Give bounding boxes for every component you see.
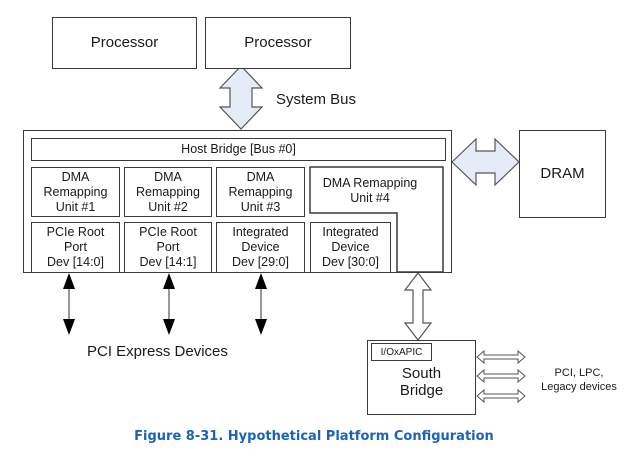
dma-line: DMA	[154, 169, 182, 184]
device-line: Integrated	[322, 225, 379, 239]
pcie-arrow-2	[163, 273, 175, 335]
dma-line: DMA	[246, 169, 275, 184]
dma-unit-2: DMA Remapping Unit #2	[124, 167, 212, 217]
ioxapic-label: I/OxAPIC	[380, 346, 423, 358]
dma-unit-4: DMA Remapping Unit #4	[310, 176, 430, 206]
device-line: Dev [30:0]	[322, 255, 379, 269]
dram-box: DRAM	[519, 130, 606, 218]
device-line: Dev [14:0]	[47, 255, 104, 269]
host-bridge-label: Host Bridge [Bus #0]	[181, 142, 296, 156]
dram-bus-arrow	[451, 137, 520, 187]
dma-line: Unit #2	[148, 199, 188, 214]
system-bus-label: System Bus	[276, 91, 357, 108]
processor-label: Processor	[244, 34, 312, 51]
device-line: Port	[156, 240, 180, 254]
pcie-arrow-1	[63, 273, 75, 335]
processor-box-2: Processor	[205, 17, 351, 69]
pcie-arrow-3	[255, 273, 267, 335]
dma-line: Remapping	[228, 184, 293, 199]
device-line: Device	[331, 240, 370, 254]
device-pcie-root-port-14-1: PCIe Root Port Dev [14:1]	[124, 222, 212, 273]
processor-label: Processor	[90, 34, 159, 51]
legacy-line: Legacy devices	[541, 381, 617, 393]
legacy-devices-label: PCI, LPC, Legacy devices	[534, 366, 624, 394]
dma-unit-1: DMA Remapping Unit #1	[31, 167, 120, 217]
host-bridge-box: Host Bridge [Bus #0]	[31, 138, 446, 161]
dma-line: Remapping	[136, 184, 200, 199]
device-integrated-30-0: Integrated Device Dev [30:0]	[310, 222, 391, 273]
south-bridge-line: South	[401, 365, 442, 382]
legacy-arrow-2	[476, 368, 526, 384]
device-line: Dev [29:0]	[232, 255, 289, 269]
legacy-arrow-1	[476, 349, 526, 365]
dma-line: Unit #3	[240, 199, 281, 214]
device-line: Dev [14:1]	[139, 255, 197, 269]
device-line: Integrated	[232, 225, 289, 239]
legacy-line: PCI, LPC,	[554, 367, 604, 379]
dma-line: DMA Remapping	[322, 176, 418, 190]
ioxapic-box: I/OxAPIC	[371, 343, 432, 361]
dram-label: DRAM	[540, 165, 585, 182]
south-bridge-line: Bridge	[399, 382, 444, 399]
figure-caption: Figure 8-31. Hypothetical Platform Confi…	[134, 429, 494, 444]
south-bridge-label: South Bridge	[367, 365, 476, 399]
device-line: Port	[64, 240, 87, 254]
device-line: PCIe Root	[139, 225, 197, 239]
device-line: PCIe Root	[46, 225, 105, 239]
device-pcie-root-port-14-0: PCIe Root Port Dev [14:0]	[31, 222, 120, 273]
device-integrated-29-0: Integrated Device Dev [29:0]	[216, 222, 305, 273]
dma-line: DMA	[61, 169, 90, 184]
device-line: Device	[241, 240, 280, 254]
system-bus-arrow	[218, 65, 264, 130]
legacy-arrow-3	[476, 388, 526, 404]
dma-unit-3: DMA Remapping Unit #3	[216, 167, 305, 217]
dma-line: Remapping	[43, 184, 108, 199]
south-bridge-link-arrow	[403, 272, 433, 341]
pci-express-devices-label: PCI Express Devices	[87, 343, 228, 360]
dma-line: Unit #1	[55, 199, 96, 214]
processor-box-1: Processor	[52, 17, 197, 69]
dma-line: Unit #4	[350, 191, 390, 205]
